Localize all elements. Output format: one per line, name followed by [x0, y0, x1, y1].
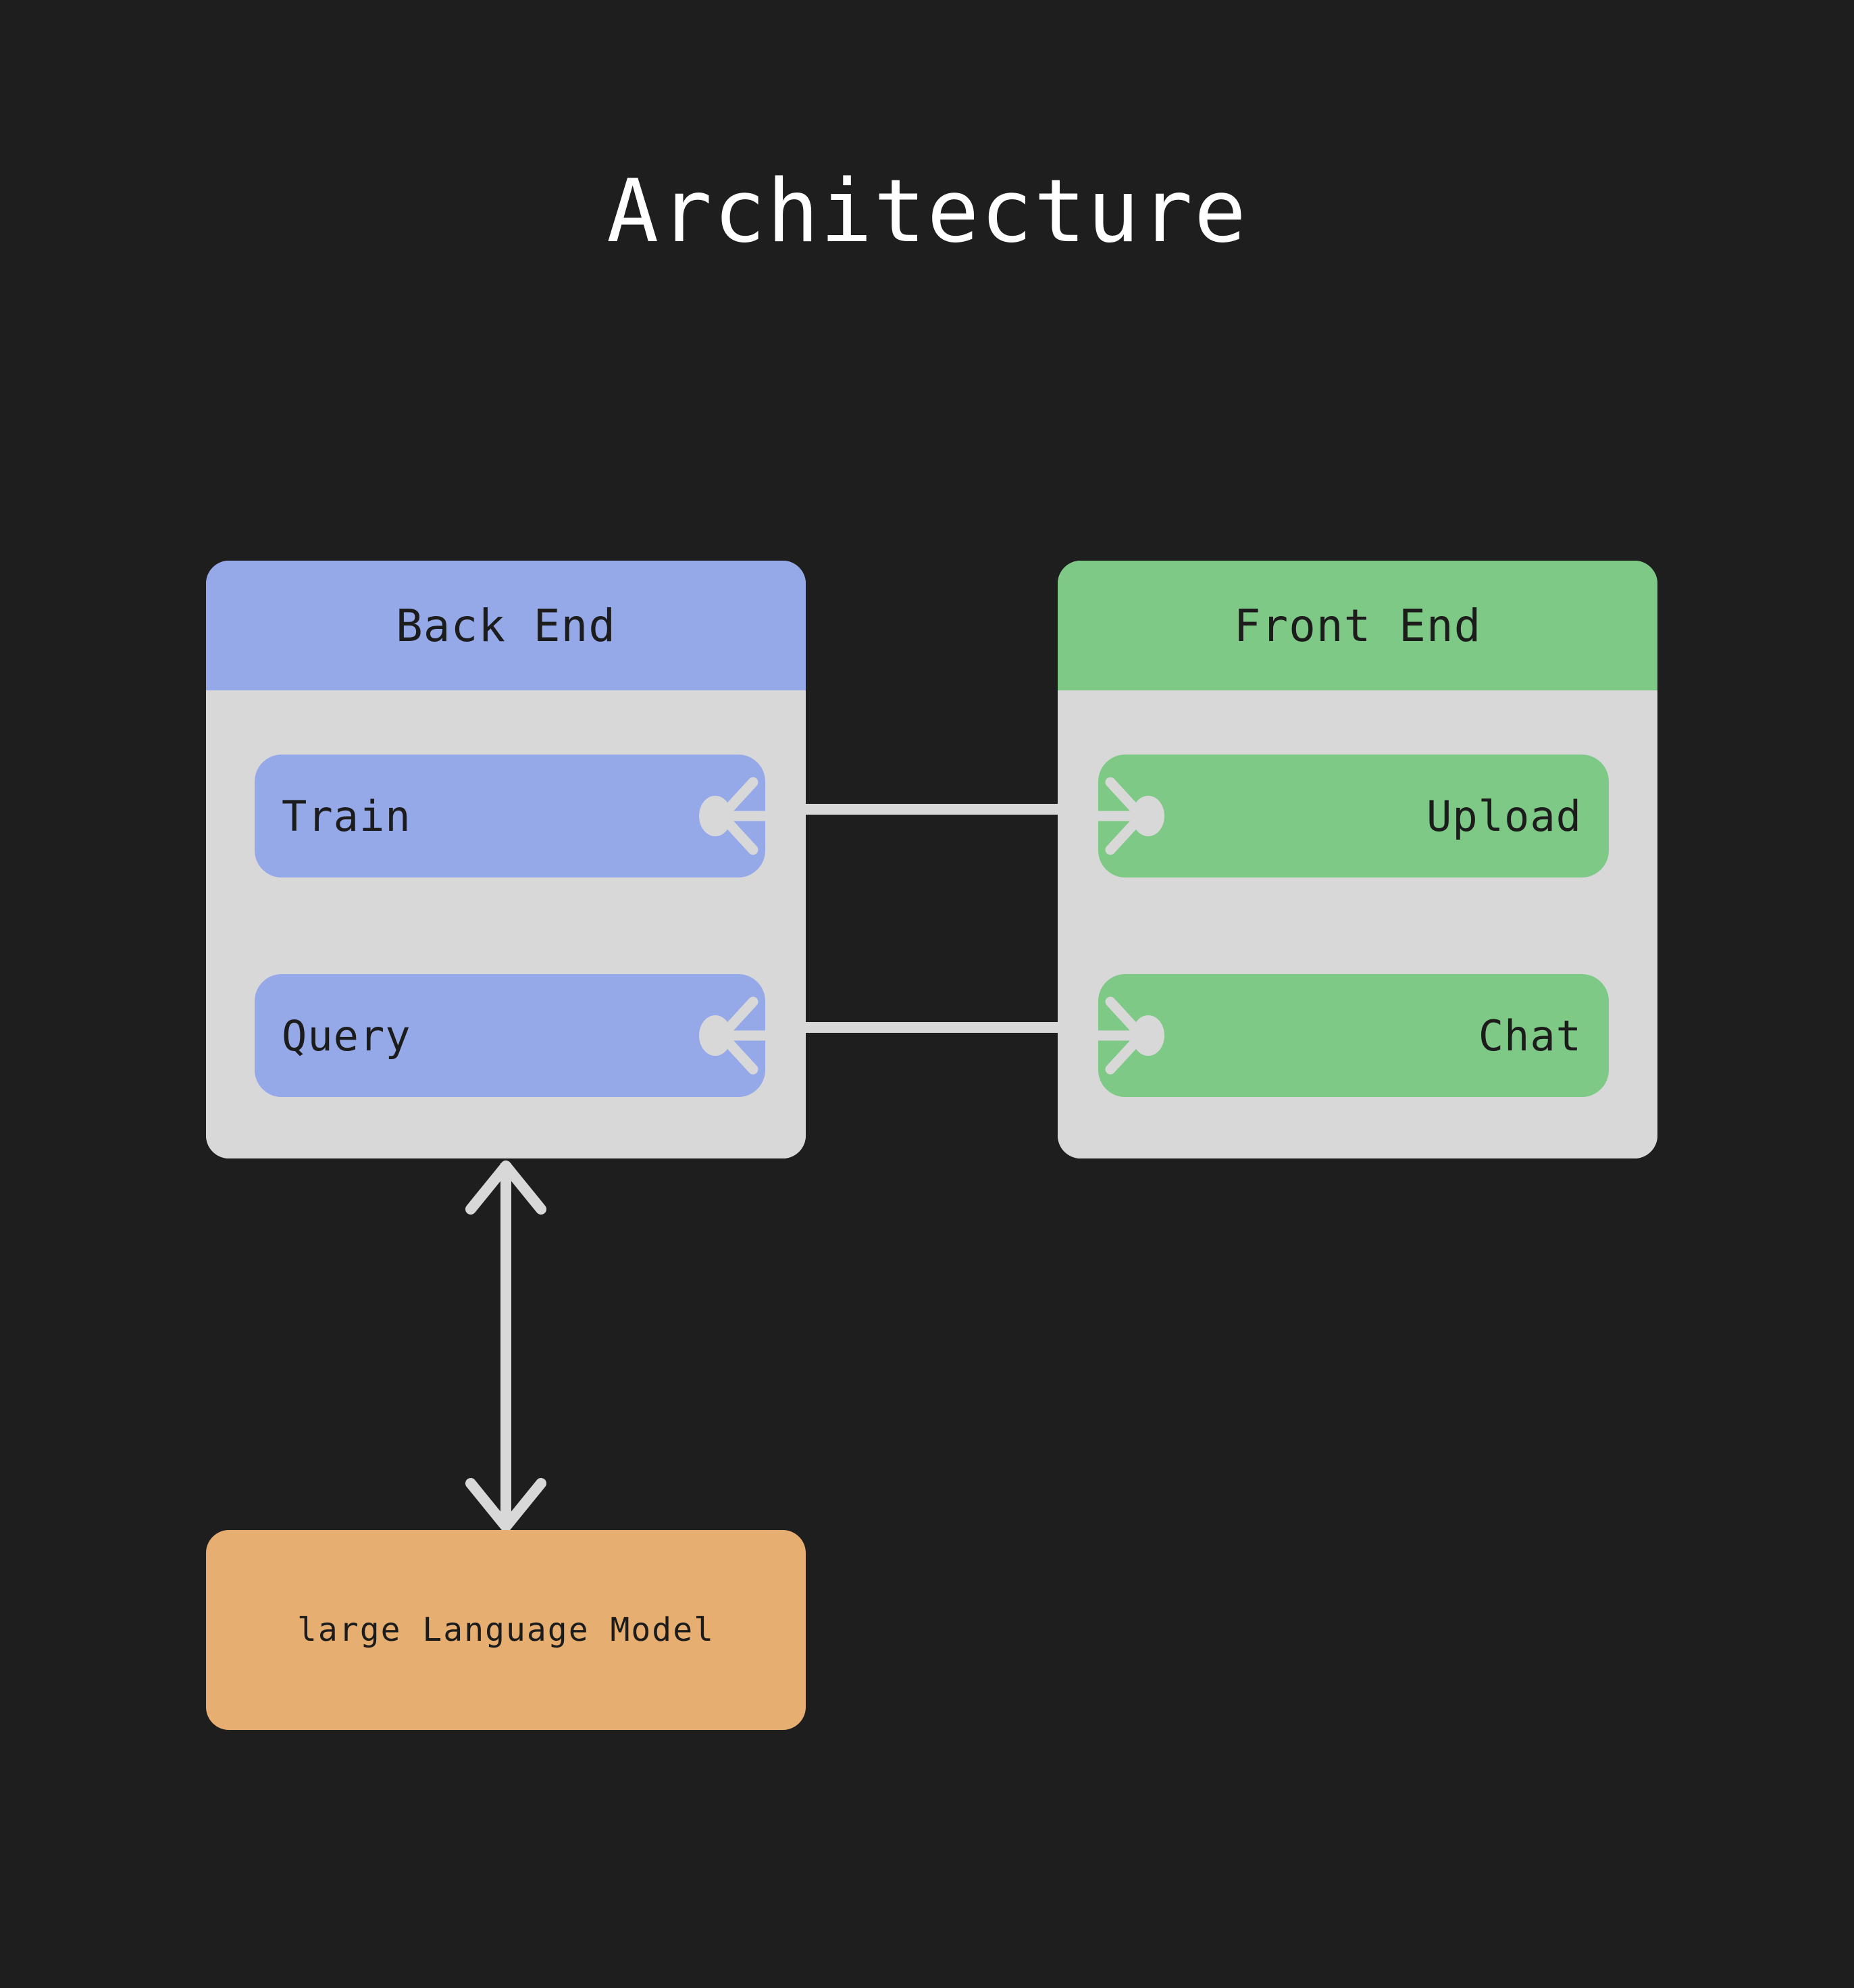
service-query-label: Query [282, 1011, 411, 1061]
node-large-language-model[interactable]: large Language Model [206, 1530, 806, 1730]
group-back-end[interactable]: Back End Train Query [206, 561, 806, 1158]
group-back-end-body: Train Query [206, 690, 806, 1158]
socket-connector-icon [699, 777, 768, 855]
service-chat[interactable]: Chat [1096, 974, 1609, 1097]
service-upload[interactable]: Upload [1096, 755, 1609, 877]
group-front-end[interactable]: Front End Upload Chat [1058, 561, 1657, 1158]
service-train-label: Train [282, 791, 411, 841]
socket-connector-icon [699, 996, 768, 1075]
group-back-end-header: Back End [206, 561, 806, 690]
group-front-end-body: Upload Chat [1058, 690, 1657, 1158]
service-train[interactable]: Train [255, 755, 768, 877]
service-query[interactable]: Query [255, 974, 768, 1097]
ball-connector-icon [1096, 996, 1164, 1075]
page-title: Architecture [607, 161, 1247, 262]
service-upload-label: Upload [1426, 791, 1582, 841]
service-chat-label: Chat [1478, 1011, 1582, 1061]
node-large-language-model-label: large Language Model [297, 1611, 715, 1649]
group-back-end-title: Back End [396, 599, 616, 652]
edge-backend-to-llm-arrowhead-up [465, 1161, 546, 1215]
group-front-end-header: Front End [1058, 561, 1657, 690]
edge-backend-to-llm-arrowhead-down [465, 1478, 546, 1532]
group-front-end-title: Front End [1233, 599, 1482, 652]
ball-connector-icon [1096, 777, 1164, 855]
